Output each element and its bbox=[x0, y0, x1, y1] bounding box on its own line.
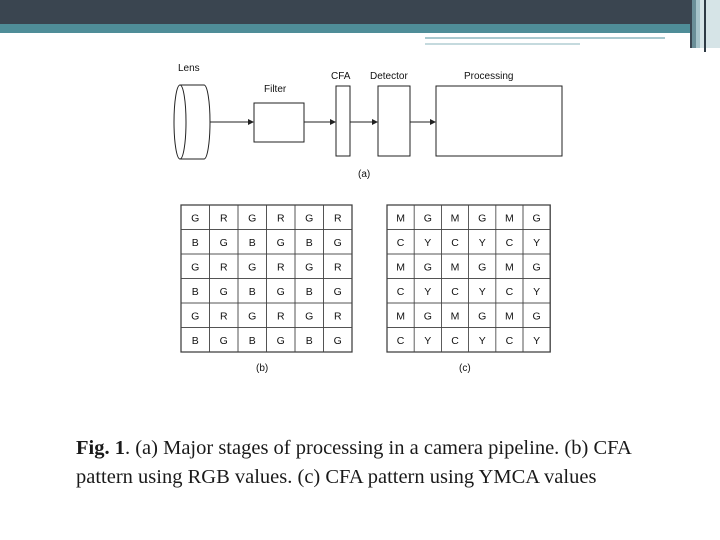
ymca-cell-value: G bbox=[424, 212, 432, 224]
lens-label: Lens bbox=[178, 63, 200, 74]
ymca-cell-value: M bbox=[505, 261, 514, 273]
ymca-cell-value: M bbox=[451, 261, 460, 273]
ymca-cell-value: Y bbox=[533, 237, 540, 249]
ymca-cell-value: Y bbox=[533, 335, 540, 347]
ymca-cell-value: C bbox=[451, 286, 459, 298]
ymca-cell-value: G bbox=[533, 310, 541, 322]
rgb-cell-value: B bbox=[249, 237, 256, 249]
ymca-cell-value: Y bbox=[533, 286, 540, 298]
ymca-cell-value: G bbox=[424, 261, 432, 273]
rgb-cell-value: R bbox=[220, 310, 228, 322]
slide-header-bar bbox=[0, 0, 720, 24]
ymca-cell-value: G bbox=[478, 212, 486, 224]
rgb-cell-value: B bbox=[192, 335, 199, 347]
filter-box bbox=[253, 102, 305, 143]
rgb-cell bbox=[323, 327, 353, 353]
rgb-cell-value: G bbox=[220, 335, 228, 347]
ymca-cell-value: G bbox=[533, 261, 541, 273]
cfa-label: CFA bbox=[331, 71, 351, 82]
cfa-box bbox=[335, 85, 351, 157]
rgb-cell-value: G bbox=[220, 237, 228, 249]
ymca-cell-value: G bbox=[478, 261, 486, 273]
detector-box bbox=[377, 85, 411, 157]
ymca-cell-value: M bbox=[451, 310, 460, 322]
panel-c-label: (c) bbox=[459, 363, 471, 374]
processing-label: Processing bbox=[464, 71, 513, 82]
panel-b-label: (b) bbox=[256, 363, 268, 374]
ymca-cell-value: M bbox=[505, 212, 514, 224]
ymca-cell-value: Y bbox=[424, 335, 431, 347]
ymca-cell-value: Y bbox=[479, 335, 486, 347]
rgb-cell-value: G bbox=[191, 261, 199, 273]
ymca-cell-value: C bbox=[397, 237, 405, 249]
processing-box bbox=[435, 85, 563, 157]
rgb-cell-value: R bbox=[334, 212, 342, 224]
filter-label: Filter bbox=[264, 84, 287, 95]
ymca-cell-value: M bbox=[451, 212, 460, 224]
rgb-cell-value: G bbox=[220, 286, 228, 298]
ymca-cell-value: C bbox=[397, 286, 405, 298]
rgb-cell-value: B bbox=[306, 237, 313, 249]
ymca-cell-value: C bbox=[397, 335, 405, 347]
rgb-cell-value: G bbox=[334, 286, 342, 298]
rgb-cell-value: G bbox=[305, 310, 313, 322]
rgb-cell-value: G bbox=[334, 237, 342, 249]
rgb-cell-value: G bbox=[191, 212, 199, 224]
rgb-cell-value: B bbox=[249, 335, 256, 347]
rgb-cell-value: B bbox=[306, 286, 313, 298]
rgb-cell-value: G bbox=[277, 237, 285, 249]
ymca-cell-value: M bbox=[505, 310, 514, 322]
rgb-cell-value: B bbox=[306, 335, 313, 347]
panel-a-label: (a) bbox=[358, 169, 370, 180]
rgb-cell-value: B bbox=[192, 237, 199, 249]
rgb-cell-value: R bbox=[277, 310, 285, 322]
rgb-cell-value: G bbox=[248, 212, 256, 224]
ymca-cell-value: C bbox=[451, 237, 459, 249]
ymca-cell-value: M bbox=[396, 310, 405, 322]
ymca-cell-value: Y bbox=[424, 286, 431, 298]
rgb-cell-value: R bbox=[277, 212, 285, 224]
rgb-cell-value: R bbox=[334, 310, 342, 322]
caption-text: . (a) Major stages of processing in a ca… bbox=[76, 437, 631, 488]
slide-header-accent bbox=[0, 24, 720, 33]
header-corner-divider bbox=[704, 0, 706, 52]
ymca-cell-value: C bbox=[451, 335, 459, 347]
ymca-cell-value: C bbox=[506, 286, 514, 298]
rgb-cell-value: B bbox=[192, 286, 199, 298]
rgb-cell-value: R bbox=[220, 261, 228, 273]
detector-label: Detector bbox=[370, 71, 408, 82]
ymca-cell-value: G bbox=[533, 212, 541, 224]
ymca-cell-value: C bbox=[506, 237, 514, 249]
rgb-cell-value: B bbox=[249, 286, 256, 298]
header-accent-line bbox=[425, 37, 665, 39]
rgb-cell-value: G bbox=[248, 310, 256, 322]
ymca-cell-value: M bbox=[396, 261, 405, 273]
rgb-cell-value: G bbox=[334, 335, 342, 347]
caption-fig-label: Fig. 1 bbox=[76, 437, 125, 459]
rgb-cell-value: G bbox=[277, 286, 285, 298]
rgb-cell-value: G bbox=[305, 261, 313, 273]
rgb-cell-value: G bbox=[248, 261, 256, 273]
lens-shape bbox=[173, 84, 211, 160]
rgb-cell-value: R bbox=[277, 261, 285, 273]
ymca-cell-value: G bbox=[478, 310, 486, 322]
ymca-cell-value: G bbox=[424, 310, 432, 322]
ymca-cell bbox=[522, 327, 551, 353]
ymca-cell-value: Y bbox=[479, 237, 486, 249]
ymca-cell-value: C bbox=[506, 335, 514, 347]
pipeline-diagram: Lens Filter CFA Detector Processing (a) bbox=[173, 63, 563, 180]
rgb-cell-value: G bbox=[277, 335, 285, 347]
rgb-cell-value: R bbox=[220, 212, 228, 224]
rgb-cell-value: G bbox=[191, 310, 199, 322]
figure-caption: Fig. 1. (a) Major stages of processing i… bbox=[76, 434, 676, 492]
rgb-cell-value: G bbox=[305, 212, 313, 224]
ymca-cfa-grid: M G M G M G C Y C Y C Y M G M G M G C Y C Y C Y M G M G M G C Y C Y C Y bbox=[386, 204, 551, 353]
ymca-cell-value: Y bbox=[479, 286, 486, 298]
rgb-cell-value: R bbox=[334, 261, 342, 273]
ymca-cell-value: M bbox=[396, 212, 405, 224]
header-accent-line-short bbox=[425, 43, 580, 45]
ymca-cell-value: Y bbox=[424, 237, 431, 249]
